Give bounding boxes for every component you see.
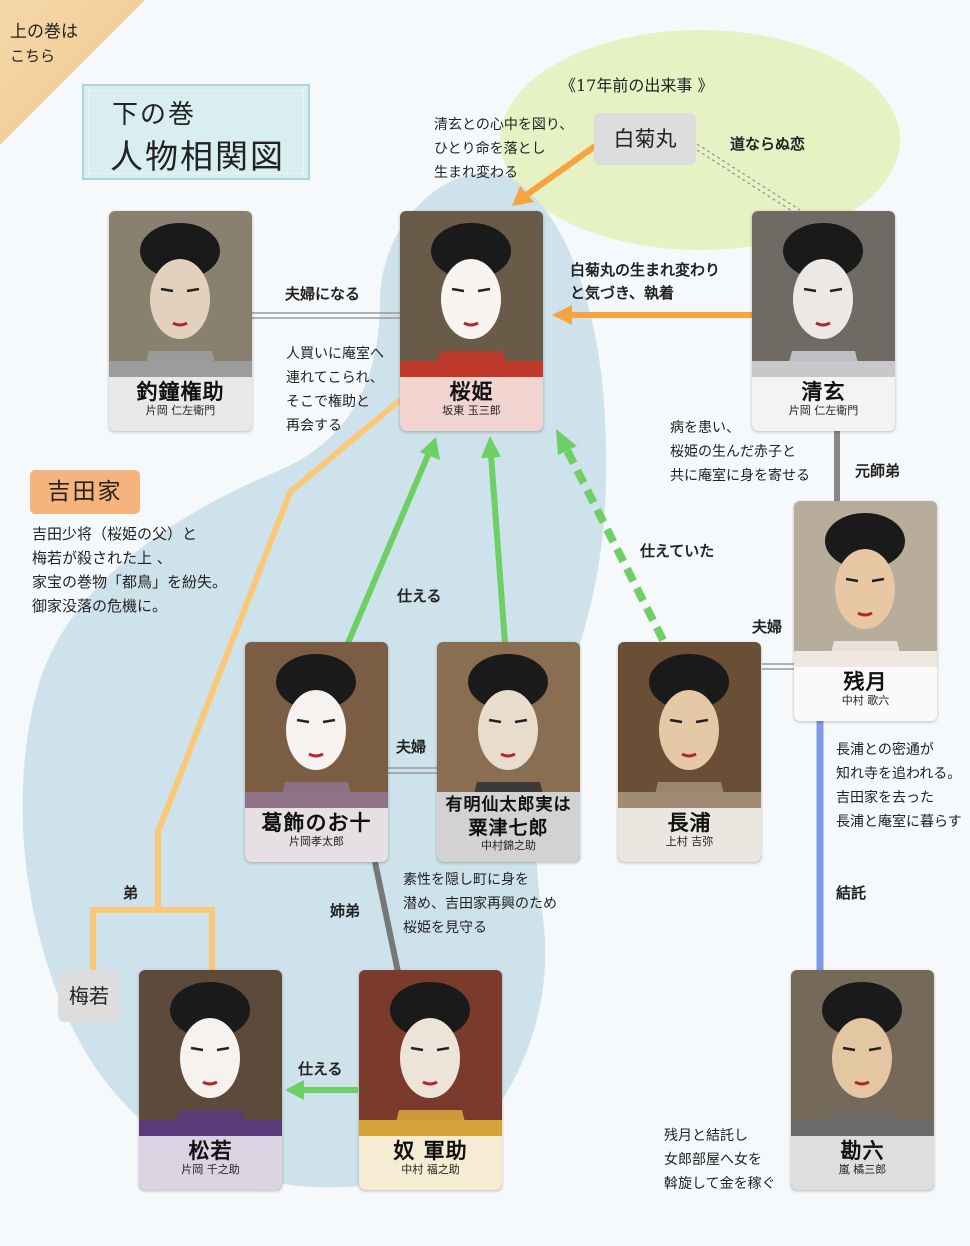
character-name: 有明仙太郎実は [445,795,572,815]
label-moto-deshi: 元師弟 [855,462,901,480]
character-name: 長浦 [667,810,712,835]
label-tsukaeteita: 仕えていた [640,542,715,560]
past-event-region [500,30,900,250]
past-event-label: 《17年前の出来事 》 [560,76,714,95]
back-to-part1-link[interactable]: 上の巻は こちら [10,20,78,68]
actor-name: 片岡孝太郎 [289,835,344,848]
corner-tab [0,0,145,145]
character-name: 松若 [188,1138,233,1163]
actor-name: 嵐 橘三郎 [838,1163,887,1176]
label-tsukaeru-1: 仕える [397,587,442,605]
character-name: 清玄 [801,379,846,404]
character-namebox: 葛飾のお十片岡孝太郎 [245,808,388,862]
corner-link-line2: こちら [10,47,56,65]
character-card-zangetsu: 残月中村 歌六 [794,501,937,721]
actor-name: 片岡 仁左衛門 [145,404,216,417]
character-card-seigen: 清玄片岡 仁左衛門 [752,211,895,431]
label-fuufu-ni-naru: 夫婦になる [285,285,361,303]
note-zangetsu: 長浦との密通が 知れ寺を追われる。 吉田家を去った 長浦と庵室に暮らす [836,742,962,830]
character-namebox: 松若片岡 千之助 [139,1136,282,1190]
actor-name: 中村錦之助 [481,839,536,852]
note-gonsuke: 人買いに庵室へ 連れてこられ、 そこで権助と 再会する [286,346,384,434]
umewaka-tag: 梅若 [58,970,120,1022]
title-box: 下の巻 人物相関図 [82,84,310,180]
shiragiku-tag: 白菊丸 [594,113,696,165]
character-name: 桜姫 [449,379,494,404]
actor-name: 坂東 玉三郎 [442,404,501,417]
character-namebox: 奴 軍助中村 福之助 [359,1136,502,1190]
character-card-kanroku: 勘六嵐 橘三郎 [791,970,934,1190]
character-name-real: 粟津七郎 [468,817,549,839]
character-namebox: 釣鐘権助片岡 仁左衛門 [109,377,252,431]
label-shitei: 姉弟 [330,902,361,920]
character-namebox: 長浦上村 吉弥 [618,808,761,862]
character-name: 勘六 [840,1138,885,1163]
actor-name: 中村 歌六 [841,694,890,707]
label-tsukaeru-2: 仕える [298,1060,343,1078]
character-namebox: 清玄片岡 仁左衛門 [752,377,895,431]
note-kanroku: 残月と結託し 女郎部屋へ女を 斡旋して金を稼ぐ [664,1128,776,1192]
character-card-gonsuke: 釣鐘権助片岡 仁左衛門 [109,211,252,431]
label-otouto: 弟 [123,884,139,902]
label-michinaranu: 道ならぬ恋 [730,135,806,153]
character-card-ojuu: 葛飾のお十片岡孝太郎 [245,642,388,862]
yoshida-family-tag: 吉田家 [30,470,140,514]
character-name: 釣鐘権助 [136,379,225,404]
corner-link-line1: 上の巻は [10,22,78,42]
actor-name: 上村 吉弥 [665,835,714,848]
character-name: 残月 [843,669,888,694]
actor-name: 中村 福之助 [401,1163,460,1176]
character-namebox: 有明仙太郎実は粟津七郎中村錦之助 [437,792,580,862]
character-name: 葛飾のお十 [261,810,372,835]
label-kettaku: 結託 [836,884,867,902]
note-seigen: 病を患い、 桜姫の生んだ赤子と 共に庵室に身を寄せる [670,420,810,484]
label-fuufu-ojuu: 夫婦 [396,738,427,756]
character-namebox: 残月中村 歌六 [794,667,937,721]
character-card-sakurahime: 桜姫坂東 玉三郎 [400,211,543,431]
character-card-matsuwaka: 松若片岡 千之助 [139,970,282,1190]
character-card-ariake: 有明仙太郎実は粟津七郎中村錦之助 [437,642,580,862]
actor-name: 片岡 千之助 [181,1163,240,1176]
note-shiragiku: 清玄との心中を図り、 ひとり命を落とし 生まれ変わる [434,117,574,181]
title-line1: 下の巻 [112,100,197,130]
label-umarekawari: 白菊丸の生まれ変わり と気づき、執着 [570,261,721,302]
actor-name: 片岡 仁左衛門 [788,404,859,417]
character-namebox: 勘六嵐 橘三郎 [791,1136,934,1190]
character-name: 奴 軍助 [393,1138,468,1163]
character-card-gunsuke: 奴 軍助中村 福之助 [359,970,502,1190]
note-ariake: 素性を隠し町に身を 潜め、吉田家再興のため 桜姫を見守る [403,872,557,936]
yoshida-description: 吉田少将（桜姫の父）と 梅若が殺された上 、 家宝の巻物「都鳥」を紛失。 御家没… [32,525,228,615]
title-line2: 人物相関図 [110,137,285,176]
label-fuufu-zangetsu: 夫婦 [752,618,783,636]
character-card-nagaura: 長浦上村 吉弥 [618,642,761,862]
character-namebox: 桜姫坂東 玉三郎 [400,377,543,431]
